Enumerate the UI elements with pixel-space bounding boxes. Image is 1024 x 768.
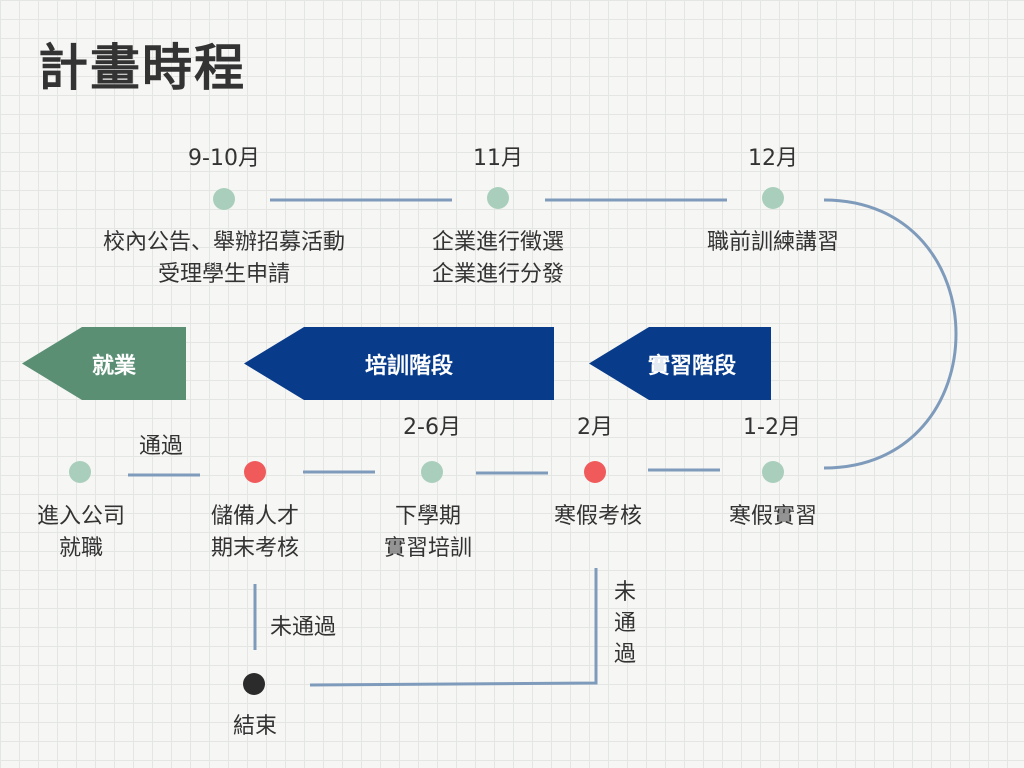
top-node-2 [487,187,509,209]
stage-internship-label: 實習階段 [647,353,736,379]
bottom-desc-final-exam: 儲備人才 期末考核 [210,504,300,561]
bottom-node-winter-intern [762,461,784,483]
connector-curve [823,198,958,470]
stage-employment-label: 就業 [91,353,136,379]
top-month-2: 11月 [473,146,523,171]
bottom-month-winter-intern: 1-2月 [743,415,801,440]
bottom-desc-training: 下學期 實習培訓 [383,504,473,561]
bottom-node-training [421,461,443,483]
end-label: 結束 [232,714,278,739]
top-node-3 [762,187,784,209]
page-title: 計畫時程 [38,39,246,97]
connector-fail-winter [309,568,598,687]
top-month-1: 9-10月 [188,146,260,171]
top-desc-1: 校內公告、舉辦招募活動 受理學生申請 [102,230,346,287]
bottom-desc-winter-exam: 寒假考核 [553,504,643,529]
stage-training-label: 培訓階段 [364,353,453,379]
bottom-month-training: 2-6月 [403,415,461,440]
top-month-3: 12月 [748,146,798,171]
fail-winter-label: 未通過 [613,580,636,667]
bottom-desc-employment: 進入公司 就職 [36,504,126,561]
bottom-node-employment [69,461,91,483]
bottom-node-final-exam [244,461,266,483]
bottom-month-winter-exam: 2月 [577,415,613,440]
top-desc-3: 職前訓練講習 [706,230,840,255]
pass-label: 通過 [139,434,184,459]
fail-final-label: 未通過 [270,615,337,640]
stage-training-arrow: 培訓階段 [244,327,554,400]
top-node-1 [213,188,235,210]
end-node [243,673,265,695]
bottom-node-winter-exam [584,461,606,483]
bottom-desc-winter-intern: 寒假實習 [728,504,818,529]
top-desc-2: 企業進行徵選 企業進行分發 [431,230,565,287]
